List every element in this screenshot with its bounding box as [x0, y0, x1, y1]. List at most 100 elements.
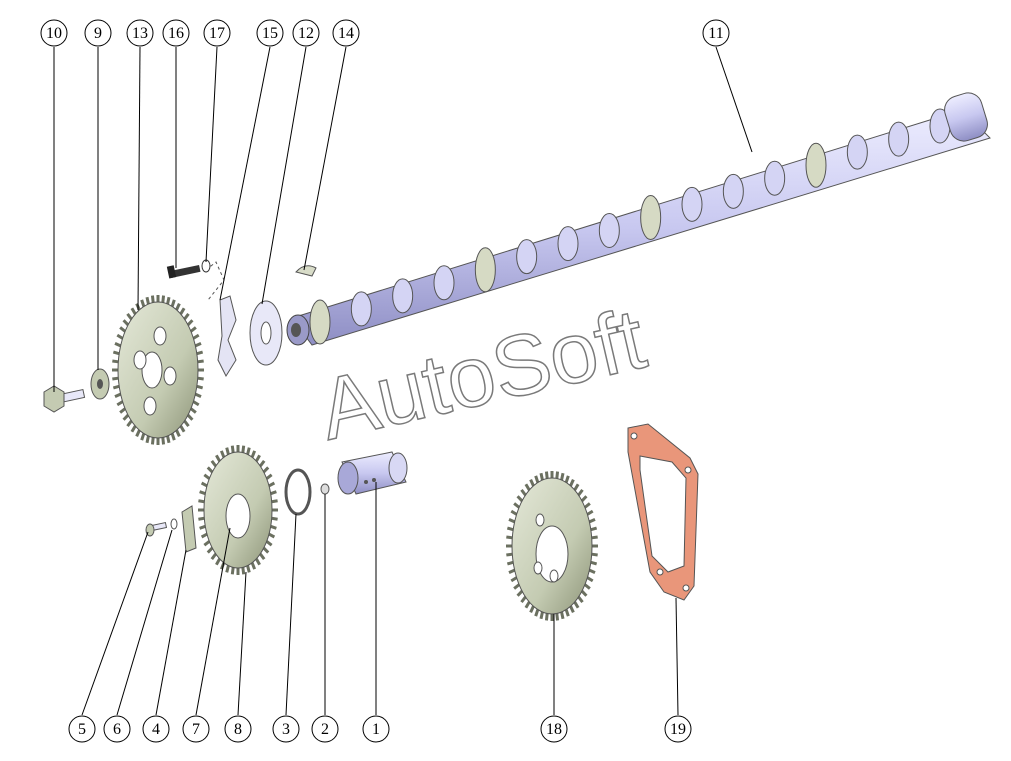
- callout-7: 7: [182, 527, 231, 743]
- callout-bubble: [126, 19, 154, 47]
- gear-tooth: [183, 312, 190, 321]
- camshaft-gear: [112, 295, 204, 445]
- gear-tooth: [122, 414, 130, 421]
- gear-tooth: [186, 319, 194, 326]
- gear-tooth: [197, 359, 204, 364]
- gear-tooth: [219, 450, 226, 458]
- callout-number: 17: [209, 25, 225, 42]
- gear-tooth: [516, 590, 524, 597]
- gear-tooth: [262, 546, 270, 554]
- gear-tooth: [259, 552, 266, 561]
- callout-number: 11: [708, 25, 723, 42]
- callout-bubble: [203, 19, 231, 47]
- gasket: [627, 423, 699, 601]
- gear-tooth: [198, 516, 205, 521]
- plug: [320, 483, 330, 495]
- gear-tooth: [265, 540, 273, 547]
- gear-tooth: [145, 296, 150, 305]
- gear-tooth: [529, 478, 535, 487]
- gear-tooth: [590, 560, 598, 566]
- gear-tooth: [577, 488, 584, 497]
- gear-tooth: [524, 483, 531, 491]
- bracket-dashed: [205, 261, 225, 301]
- gear-tooth: [112, 376, 119, 381]
- gear-tooth: [194, 392, 202, 398]
- callout-number: 4: [152, 721, 160, 738]
- callout-bubble: [256, 19, 284, 47]
- thrust-plate: [217, 295, 237, 378]
- gear-tooth: [198, 499, 205, 504]
- callout-12: 12: [261, 19, 320, 305]
- gear-tooth: [573, 601, 580, 609]
- gear-tooth: [271, 499, 278, 504]
- camshaft-lobe: [433, 265, 455, 301]
- gear-tooth: [206, 466, 214, 474]
- camshaft-lobe: [805, 142, 827, 188]
- leader-line: [155, 549, 187, 716]
- callout-16: 16: [162, 19, 190, 268]
- gear-tooth: [268, 481, 276, 488]
- gear-tooth: [203, 473, 211, 480]
- gear-tooth: [215, 454, 221, 462]
- gear-tooth: [255, 454, 261, 462]
- gear-tooth: [112, 350, 120, 356]
- gear-tooth: [140, 433, 146, 441]
- gear-tooth: [170, 433, 176, 441]
- gear-tooth: [135, 429, 141, 438]
- callout-18: 18: [540, 614, 568, 743]
- lock-plate: [181, 505, 197, 553]
- gear-tooth: [539, 472, 544, 481]
- leader-line: [116, 529, 173, 716]
- callout-number: 13: [132, 25, 148, 42]
- gear-tooth: [241, 567, 246, 575]
- gear-tooth: [506, 552, 513, 557]
- gear-tooth: [591, 552, 598, 557]
- gear-tooth: [203, 540, 211, 547]
- callout-number: 19: [670, 721, 686, 738]
- gear-tooth: [539, 611, 544, 620]
- gear-tooth: [555, 471, 560, 479]
- callout-bubble: [68, 715, 96, 743]
- gear-tooth: [119, 407, 127, 414]
- gear-tooth: [200, 481, 208, 488]
- gear-tooth: [577, 595, 584, 604]
- bolt-5: [145, 521, 168, 537]
- callout-number: 8: [234, 721, 242, 738]
- callout-number: 15: [262, 25, 278, 42]
- gear-tooth: [192, 333, 200, 340]
- idler-gear: [198, 445, 278, 575]
- gear-tooth: [250, 562, 257, 570]
- gear-tooth: [506, 526, 514, 532]
- gear-tooth: [130, 425, 137, 433]
- gear-tooth: [580, 495, 588, 502]
- gear-tooth: [513, 502, 521, 509]
- idler-shaft: [337, 451, 408, 495]
- gear-tooth: [175, 429, 181, 438]
- callout-15: 15: [219, 19, 284, 301]
- gear-tooth: [506, 560, 514, 566]
- gear-tooth: [210, 552, 217, 561]
- woodruff-key: [295, 265, 317, 277]
- gear-tooth: [186, 414, 194, 421]
- gear-tooth: [166, 435, 171, 444]
- gear-tooth: [179, 425, 186, 433]
- gear-tooth: [189, 407, 197, 414]
- gear-tooth: [116, 400, 124, 407]
- gear-tooth: [197, 376, 204, 381]
- gear-tooth: [564, 609, 570, 617]
- gear-tooth: [564, 475, 570, 483]
- gear-tooth: [250, 450, 257, 458]
- thrust-washer: [249, 300, 283, 366]
- callout-number: 16: [168, 25, 184, 42]
- callout-bubble: [311, 715, 339, 743]
- callout-bubble: [142, 715, 170, 743]
- gear-tooth: [583, 502, 591, 509]
- gear-tooth: [112, 384, 120, 390]
- gear-tooth: [230, 567, 235, 575]
- camshaft-lobe: [309, 299, 331, 345]
- leader-line: [219, 46, 271, 301]
- gear-tooth: [140, 299, 146, 307]
- callout-bubble: [362, 715, 390, 743]
- camshaft: [286, 92, 991, 346]
- callout-number: 12: [298, 25, 314, 42]
